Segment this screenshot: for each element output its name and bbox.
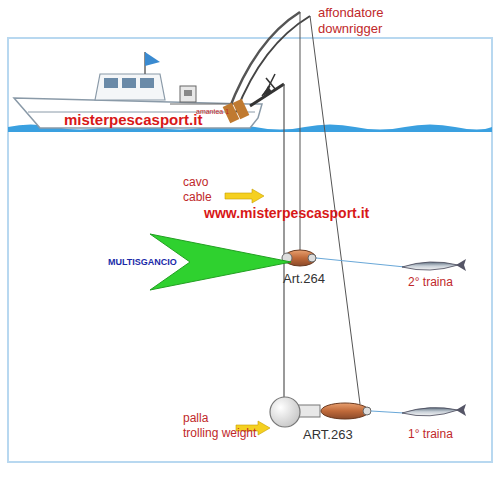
arrow-shape: MULTISGANCIO [104,232,293,292]
node-label: MULTISGANCIO [108,257,289,267]
cable-line [283,84,284,397]
lure [402,404,466,416]
watermark: www.misterpescasport.it [204,206,369,221]
part-name: affondatore [318,6,384,20]
part-name: downrigger [318,22,382,36]
part-name: 1° traina [408,428,453,441]
downrigger-arm [250,84,284,106]
part-number: Art.264 [283,272,325,286]
part-number: ART.263 [303,428,353,442]
rods [223,12,310,123]
part-name: cavo [183,176,208,189]
release-clip [321,403,404,419]
frame [8,38,492,462]
pointer-arrow [225,189,270,435]
trolling-weight [270,397,320,427]
part-name: 2° traina [408,276,453,289]
boat [14,52,262,128]
lure [402,259,466,271]
part-name: palla [183,412,208,425]
part-name: cable [183,191,212,204]
watermark: misterpescasport.it [64,112,202,129]
release-clip [282,250,405,267]
part-name: trolling weight [183,427,256,440]
